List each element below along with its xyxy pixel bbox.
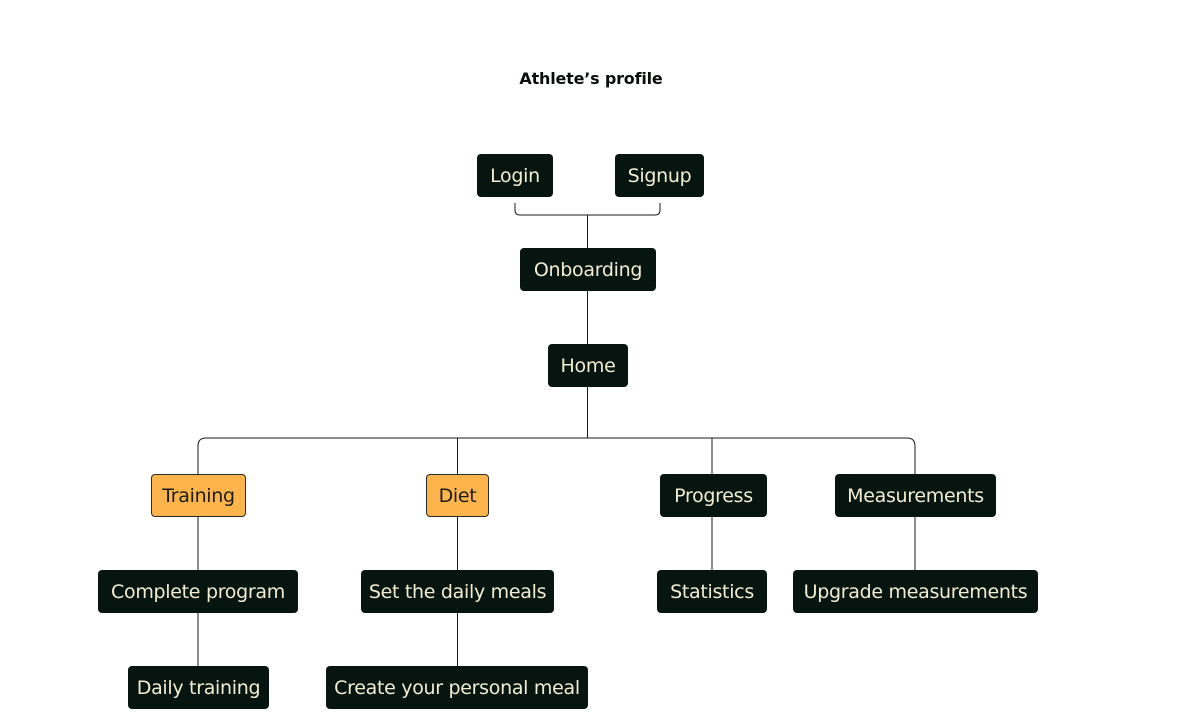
signup-node[interactable]: Signup (615, 154, 704, 197)
connector-login-signup-bracket (514, 203, 661, 216)
measurements-node[interactable]: Measurements (835, 474, 996, 517)
diet-node[interactable]: Diet (426, 474, 489, 517)
login-node[interactable]: Login (477, 154, 553, 197)
home-node[interactable]: Home (548, 344, 628, 387)
set-daily-meals-node[interactable]: Set the daily meals (361, 570, 554, 613)
upgrade-measurements-node[interactable]: Upgrade measurements (793, 570, 1038, 613)
connector-branch-bar (197, 437, 916, 474)
statistics-node[interactable]: Statistics (657, 570, 767, 613)
onboarding-node[interactable]: Onboarding (520, 248, 656, 291)
diagram-title: Athlete’s profile (519, 69, 663, 88)
create-personal-meal-node[interactable]: Create your personal meal (326, 666, 588, 709)
daily-training-node[interactable]: Daily training (128, 666, 269, 709)
complete-program-node[interactable]: Complete program (98, 570, 298, 613)
training-node[interactable]: Training (151, 474, 246, 517)
progress-node[interactable]: Progress (660, 474, 767, 517)
